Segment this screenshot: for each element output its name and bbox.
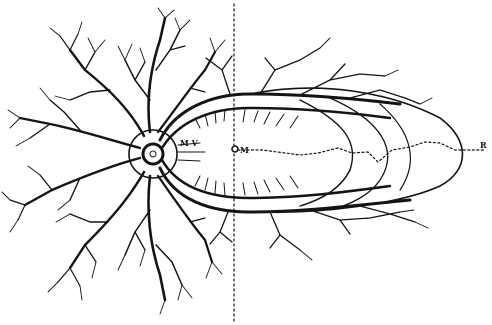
macula-mark [232, 146, 238, 152]
label-r: R [480, 140, 487, 150]
label-m: M [240, 145, 249, 155]
horizontal-dotted-line [238, 142, 485, 162]
optic-disc-center [150, 151, 156, 157]
fine-twigs [2, 8, 432, 314]
temporal-arcades [160, 88, 463, 212]
label-mv: M V [180, 138, 199, 148]
nasal-vessels [10, 18, 215, 300]
